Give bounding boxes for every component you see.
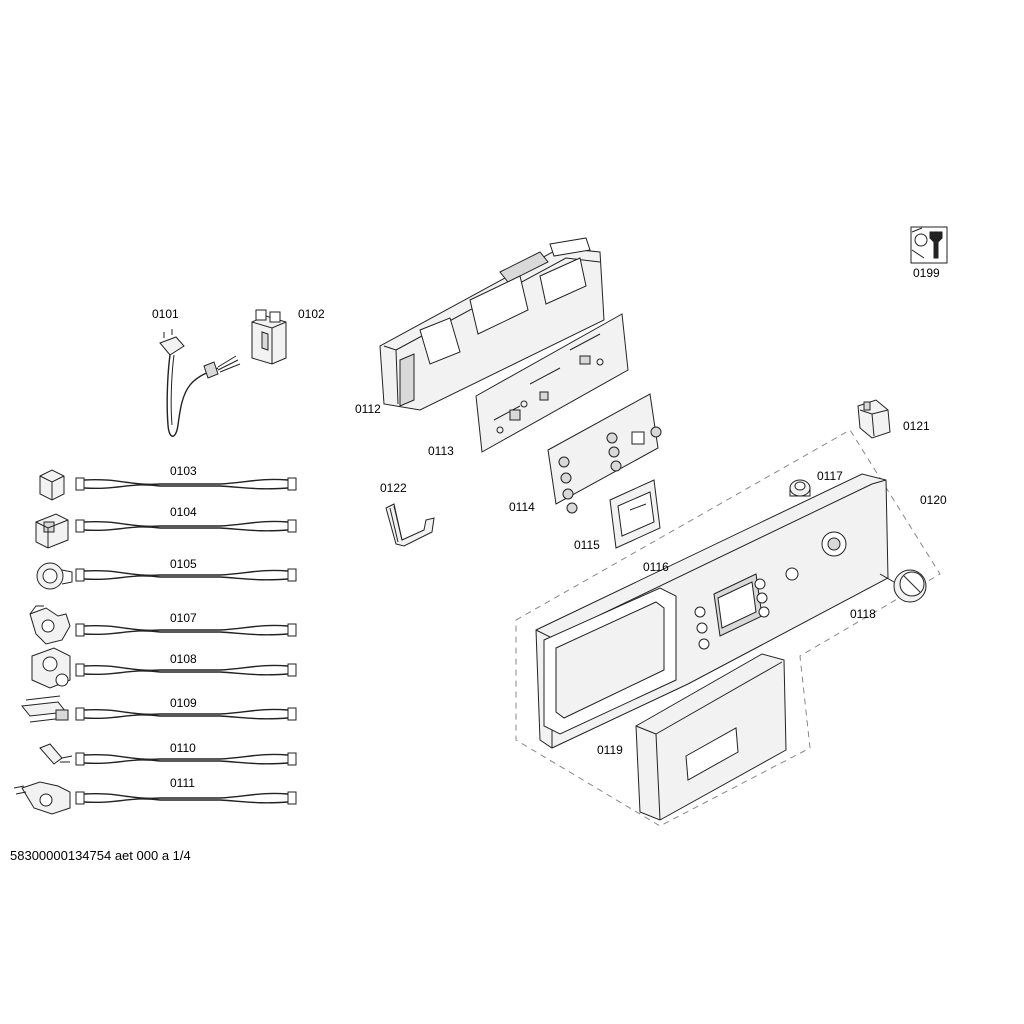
part-label-0104: 0104	[170, 505, 197, 519]
part-label-0199: 0199	[913, 266, 940, 280]
knob-insert-part	[789, 479, 811, 497]
wiring-harness-rows	[75, 477, 297, 805]
interference-filter-part	[251, 309, 287, 365]
harness-end-components	[13, 469, 73, 815]
drawer-front-part	[635, 653, 787, 821]
control-panel-part	[535, 473, 889, 749]
harness-0104	[75, 519, 297, 533]
harness-0110	[75, 752, 297, 766]
part-label-0121: 0121	[903, 419, 930, 433]
button-pcb-part	[547, 393, 662, 514]
part-label-0113: 0113	[428, 444, 454, 458]
panel-assembly-outline	[515, 429, 941, 827]
lever-bracket-part	[857, 399, 891, 439]
part-label-0118: 0118	[850, 607, 876, 621]
ribbon-cable-part	[385, 503, 435, 547]
part-label-0117: 0117	[817, 469, 843, 483]
display-part	[609, 479, 661, 549]
part-label-0116: 0116	[643, 560, 669, 574]
part-label-0115: 0115	[574, 538, 600, 552]
part-label-0112: 0112	[355, 402, 381, 416]
part-label-0103: 0103	[170, 464, 197, 478]
main-pcb-part	[475, 313, 629, 453]
part-label-0122: 0122	[380, 481, 407, 495]
part-label-0105: 0105	[170, 557, 197, 571]
part-label-0101: 0101	[152, 307, 179, 321]
harness-0105	[75, 568, 297, 582]
part-label-0107: 0107	[170, 611, 197, 625]
part-label-0111: 0111	[170, 776, 195, 790]
harness-0107	[75, 623, 297, 637]
part-label-0110: 0110	[170, 741, 196, 755]
power-cord-part	[159, 329, 241, 437]
part-label-0109: 0109	[170, 696, 197, 710]
harness-0108	[75, 663, 297, 677]
harness-0103	[75, 477, 297, 491]
part-label-0119: 0119	[597, 743, 623, 757]
document-footer-id: 58300000134754 aet 000 a 1/4	[10, 848, 191, 863]
service-wrench-icon	[910, 226, 948, 264]
program-knob-part	[879, 569, 927, 603]
part-label-0102: 0102	[298, 307, 325, 321]
part-label-0120: 0120	[920, 493, 947, 507]
part-label-0114: 0114	[509, 500, 535, 514]
control-module-housing-part	[379, 237, 605, 411]
part-label-0108: 0108	[170, 652, 197, 666]
harness-0111	[75, 791, 297, 805]
harness-0109	[75, 707, 297, 721]
